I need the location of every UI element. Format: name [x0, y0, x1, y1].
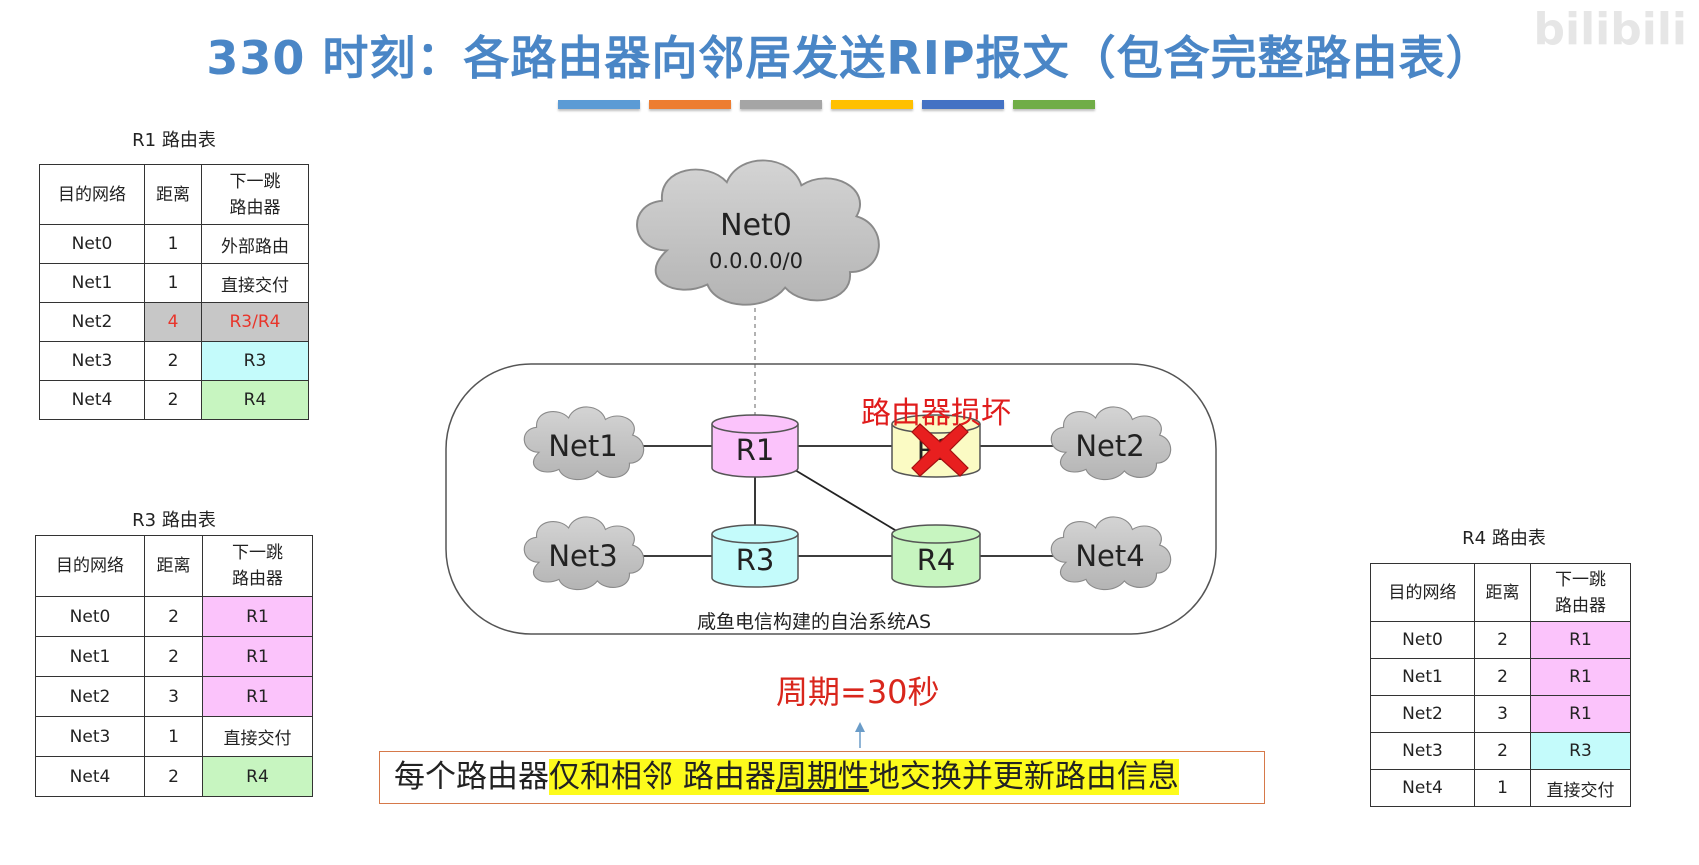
cell-net: Net2: [1370, 695, 1475, 733]
header-destination: 目的网络: [35, 535, 145, 597]
cell-next: R1: [202, 676, 313, 717]
net3-label: Net3: [548, 539, 617, 573]
table-row: Net4 1 直接交付: [1370, 769, 1631, 807]
cell-next: R1: [1530, 621, 1631, 659]
link-r1-r4: [794, 469, 906, 537]
router-r3: [711, 524, 799, 588]
r4-routing-table: 目的网络 距离 下一跳 路由器 Net0 2 R1 Net1 2 R1 Net2…: [1370, 563, 1631, 807]
table-row: Net1 2 R1: [35, 636, 313, 677]
router-r1-label: R1: [736, 433, 775, 467]
cell-dist: 2: [144, 380, 202, 420]
cell-dist: 1: [144, 716, 203, 757]
color-bar: [558, 100, 640, 109]
r4-table-caption: R4 路由表: [1462, 528, 1546, 549]
color-bars: [558, 100, 1098, 110]
cell-net: Net2: [39, 302, 145, 342]
color-bar: [922, 100, 1004, 109]
table-row: Net4 2 R4: [35, 756, 313, 797]
net0-address: 0.0.0.0/0: [709, 249, 803, 273]
router-r4: [891, 524, 981, 588]
table-row: Net2 4 R3/R4: [39, 302, 309, 342]
note-part-1: 每个路由器: [394, 759, 549, 795]
cell-next: R1: [1530, 695, 1631, 733]
router-broken-label: 路由器损坏: [861, 396, 1011, 431]
color-bar: [831, 100, 913, 109]
as-boundary: [445, 363, 1217, 635]
net2-label: Net2: [1075, 429, 1144, 463]
cell-dist: 2: [1474, 732, 1531, 770]
cell-dist: 1: [144, 224, 202, 264]
cell-next: R4: [202, 756, 313, 797]
r1-table-caption: R1 路由表: [132, 130, 216, 151]
r3-table-caption: R3 路由表: [132, 510, 216, 531]
cell-net: Net3: [35, 716, 145, 757]
cell-next: 直接交付: [1530, 769, 1631, 807]
cell-dist: 2: [144, 636, 203, 677]
cell-net: Net4: [1370, 769, 1475, 807]
header-destination: 目的网络: [1370, 563, 1475, 622]
cell-next: R3/R4: [201, 302, 309, 342]
header-next-hop: 下一跳 路由器: [202, 535, 313, 597]
table-row: Net3 2 R3: [39, 341, 309, 381]
as-label: 咸鱼电信构建的自治系统AS: [697, 611, 932, 633]
color-bar: [740, 100, 822, 109]
r3-routing-table: 目的网络 距离 下一跳 路由器 Net0 2 R1 Net1 2 R1 Net2…: [35, 535, 313, 797]
note-part-4: 地交换并更新路由信息: [868, 759, 1179, 795]
cell-dist: 1: [1474, 769, 1531, 807]
color-bar: [1013, 100, 1095, 109]
header-next-hop: 下一跳 路由器: [201, 164, 309, 225]
router-r3-label: R3: [736, 543, 775, 577]
cell-next: R4: [201, 380, 309, 420]
cell-next: R1: [202, 596, 313, 637]
cell-net: Net0: [1370, 621, 1475, 659]
color-bar: [649, 100, 731, 109]
net0-label: Net0: [720, 208, 792, 243]
header-next-hop: 下一跳 路由器: [1530, 563, 1631, 622]
cell-net: Net3: [39, 341, 145, 381]
cell-next: R1: [202, 636, 313, 677]
cell-next: R3: [201, 341, 309, 381]
table-row: Net4 2 R4: [39, 380, 309, 420]
cell-dist: 3: [1474, 695, 1531, 733]
cell-dist: 1: [144, 263, 202, 303]
table-row: Net3 2 R3: [1370, 732, 1631, 770]
cell-next: 直接交付: [202, 716, 313, 757]
slide-title: 330 时刻：各路由器向邻居发送RIP报文（包含完整路由表）: [206, 31, 1493, 85]
cell-next: R1: [1530, 658, 1631, 696]
note-part-2: 仅和相邻 路由器: [549, 759, 776, 795]
cell-next: R3: [1530, 732, 1631, 770]
table-row: Net2 3 R1: [1370, 695, 1631, 733]
cell-net: Net4: [39, 380, 145, 420]
note-part-3: 周期性: [775, 759, 869, 795]
broken-x-icon: [911, 423, 969, 477]
cell-net: Net4: [35, 756, 145, 797]
cell-net: Net1: [35, 636, 145, 677]
cell-net: Net2: [35, 676, 145, 717]
header-distance: 距离: [144, 535, 203, 597]
net4-label: Net4: [1075, 539, 1144, 573]
rip-note-box: 每个路由器仅和相邻 路由器周期性地交换并更新路由信息: [379, 751, 1265, 804]
table-row: Net3 1 直接交付: [35, 716, 313, 757]
period-label: 周期=30秒: [776, 673, 940, 711]
router-r4-label: R4: [917, 543, 956, 577]
up-arrow-icon: [855, 722, 865, 748]
bilibili-watermark: bilibili: [1533, 4, 1687, 55]
router-r1: [711, 414, 799, 478]
cell-next: 直接交付: [201, 263, 309, 303]
table-row: Net2 3 R1: [35, 676, 313, 717]
r1-routing-table: 目的网络 距离 下一跳 路由器 Net0 1 外部路由 Net1 1 直接交付 …: [39, 164, 309, 420]
table-row: Net0 2 R1: [1370, 621, 1631, 659]
links: [630, 445, 1060, 557]
table-row: Net0 2 R1: [35, 596, 313, 637]
cell-dist: 2: [144, 756, 203, 797]
net1-label: Net1: [548, 429, 617, 463]
cell-net: Net1: [1370, 658, 1475, 696]
table-row: Net1 2 R1: [1370, 658, 1631, 696]
cell-net: Net0: [35, 596, 145, 637]
